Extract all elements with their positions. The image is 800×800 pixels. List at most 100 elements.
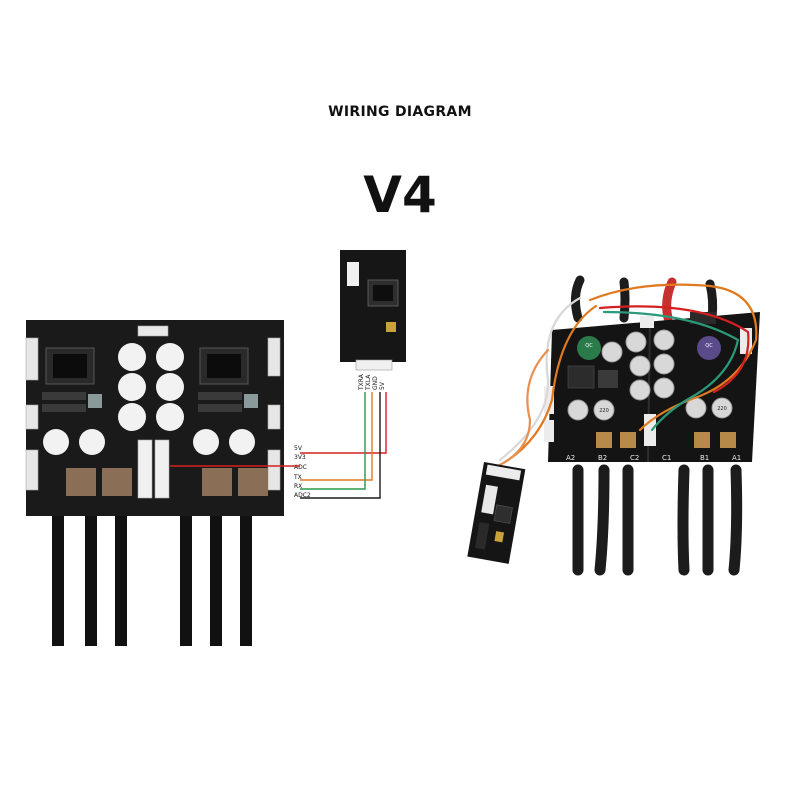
receiver-chip bbox=[493, 504, 513, 524]
right-connector bbox=[267, 337, 281, 377]
phase-wire bbox=[594, 464, 610, 576]
phase-lead bbox=[52, 500, 64, 646]
photo-inductor bbox=[620, 432, 636, 448]
signal-wire-teal bbox=[602, 310, 740, 432]
qc-cap-body bbox=[577, 336, 601, 360]
left-connector bbox=[25, 337, 39, 381]
phase-wire bbox=[728, 464, 743, 576]
qc-capacitor: QC bbox=[697, 336, 721, 360]
module-led bbox=[386, 322, 396, 332]
receiver-connector bbox=[481, 484, 498, 515]
qc-cap-body bbox=[697, 336, 721, 360]
mcu-die bbox=[53, 354, 87, 378]
photo-chip bbox=[598, 370, 618, 388]
pin-label-txra: TXRA bbox=[358, 373, 365, 391]
wiring-lines bbox=[170, 392, 387, 499]
capacitor bbox=[711, 397, 733, 419]
module-connector bbox=[347, 262, 359, 286]
capacitor-bank: 220 220 bbox=[567, 329, 733, 421]
center-connector bbox=[154, 439, 170, 499]
right-connector bbox=[267, 449, 281, 491]
left-connector bbox=[25, 404, 39, 430]
phase-label-b1: B1 bbox=[700, 454, 709, 462]
capacitor bbox=[118, 373, 146, 401]
photo-chip bbox=[567, 365, 595, 389]
wire-tx bbox=[300, 392, 373, 481]
cap-value-label: 220 bbox=[717, 406, 727, 412]
phase-label-c2: C2 bbox=[630, 454, 639, 462]
photo-inductor bbox=[720, 432, 736, 448]
mcu-die bbox=[207, 354, 241, 378]
right-connector bbox=[267, 404, 281, 430]
phase-lead bbox=[240, 500, 252, 646]
module-pin-labels: TXRA TXLA GND 5V bbox=[358, 373, 386, 391]
phase-lead bbox=[180, 500, 192, 646]
receiver-trace-area bbox=[474, 522, 490, 550]
capacitor bbox=[629, 379, 651, 401]
capacitor bbox=[43, 429, 69, 455]
left-connector bbox=[25, 449, 39, 491]
diagram-heading: WIRING DIAGRAM bbox=[328, 104, 472, 120]
photo-receiver-module bbox=[467, 462, 526, 564]
capacitor bbox=[156, 343, 184, 371]
receiver-module bbox=[340, 250, 406, 371]
capacitor bbox=[653, 329, 675, 351]
capacitor bbox=[625, 331, 647, 353]
signal-wire-white bbox=[498, 296, 582, 462]
photo-connector bbox=[544, 420, 554, 442]
signal-wire-red bbox=[598, 305, 750, 394]
inductor bbox=[238, 468, 268, 496]
capacitor bbox=[118, 403, 146, 431]
photo-connector bbox=[640, 316, 654, 328]
wire-rx bbox=[300, 392, 366, 490]
capacitor bbox=[601, 341, 623, 363]
pin-label-adc2: ADC2 bbox=[294, 492, 311, 499]
driver-block bbox=[198, 392, 242, 400]
phase-lead bbox=[85, 500, 97, 646]
driver-block bbox=[42, 392, 86, 400]
phase-lead bbox=[210, 500, 222, 646]
pin-label-5v: 5V bbox=[294, 445, 303, 452]
capacitor bbox=[653, 377, 675, 399]
module-pin-header bbox=[355, 359, 393, 371]
capacitor bbox=[653, 353, 675, 375]
cap-value-label: 220 bbox=[599, 408, 609, 414]
photo-connector bbox=[644, 414, 656, 446]
qc-capacitor: QC bbox=[577, 336, 601, 360]
pin-label-gnd: GND bbox=[372, 376, 379, 390]
capacitor bbox=[593, 399, 615, 421]
sense-block bbox=[88, 394, 102, 408]
phase-label-b2: B2 bbox=[598, 454, 607, 462]
pin-label-tx: TX bbox=[293, 474, 302, 481]
module-chip-die bbox=[373, 285, 393, 301]
capacitor bbox=[629, 355, 651, 377]
photo-inductor bbox=[596, 432, 612, 448]
assembled-controller-photo: QC QC 220 220 A2 B2 C2 bbox=[467, 275, 760, 576]
phase-wire bbox=[677, 464, 690, 576]
capacitor bbox=[118, 343, 146, 371]
phase-lead bbox=[115, 500, 127, 646]
capacitor bbox=[156, 373, 184, 401]
center-connector bbox=[137, 439, 153, 499]
capacitor bbox=[193, 429, 219, 455]
inductor bbox=[202, 468, 232, 496]
inductor bbox=[66, 468, 96, 496]
controller-pin-labels: 5V 3V3 ADC TX RX ADC2 bbox=[293, 445, 311, 499]
capacitor bbox=[156, 403, 184, 431]
phase-label-c1: C1 bbox=[662, 454, 671, 462]
controller-schematic bbox=[25, 320, 284, 646]
photo-inductor bbox=[694, 432, 710, 448]
pin-label-adc: ADC bbox=[294, 464, 307, 471]
phase-label-a1: A1 bbox=[732, 454, 741, 462]
photo-connector bbox=[544, 386, 554, 414]
capacitor bbox=[567, 399, 589, 421]
wire-gnd bbox=[300, 392, 381, 499]
receiver-led bbox=[494, 531, 505, 543]
cap-brand-label: QC bbox=[705, 343, 713, 349]
version-title: V4 bbox=[363, 166, 437, 224]
signal-wire-orange bbox=[503, 304, 598, 464]
phase-label-a2: A2 bbox=[566, 454, 575, 462]
receiver-connector bbox=[485, 464, 522, 481]
battery-wire-black bbox=[570, 275, 585, 323]
